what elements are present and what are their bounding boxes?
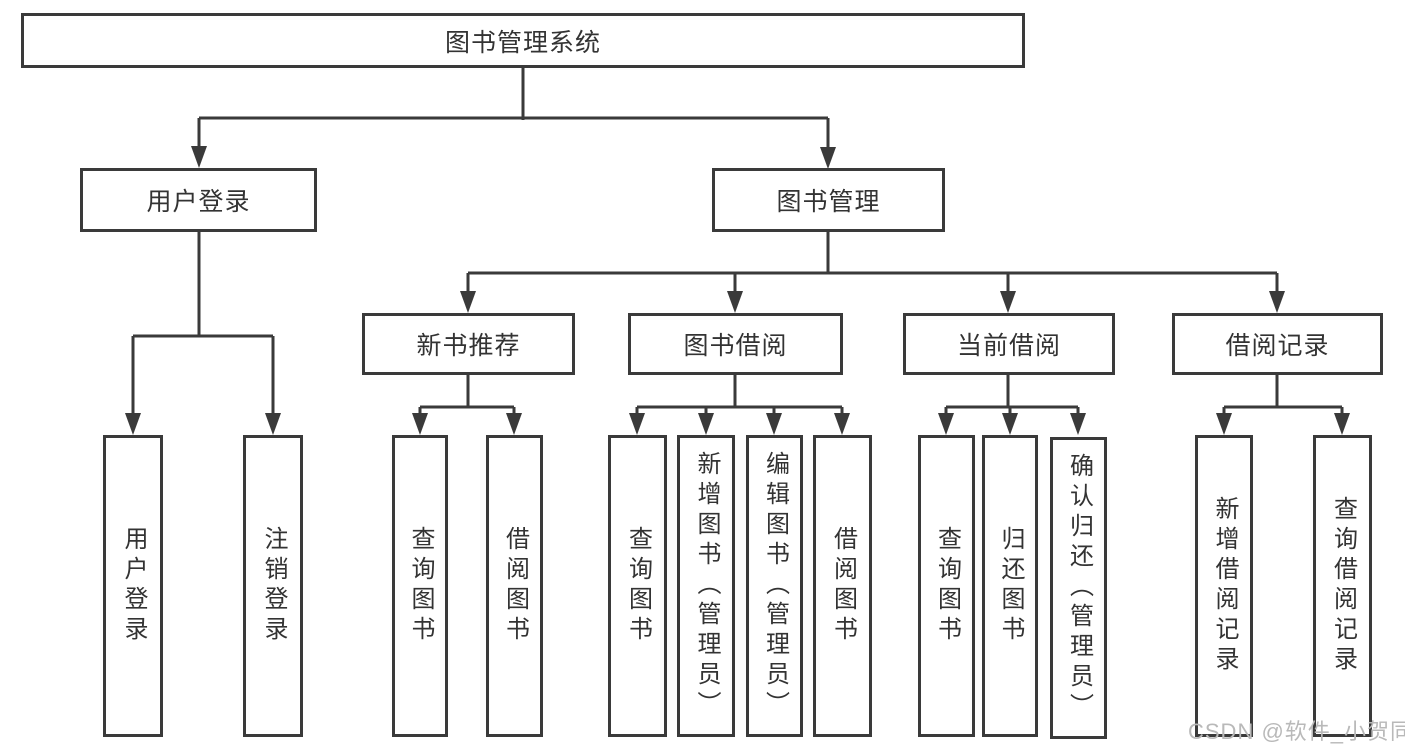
arrow-down-icon [412,413,428,435]
leaf-user-login: 用户登录 [103,435,163,737]
node-book-borrow: 图书借阅 [628,313,843,375]
arrow-down-icon [698,413,714,435]
arrow-down-icon [629,413,645,435]
arrow-down-icon [834,413,850,435]
arrow-down-icon [460,291,476,313]
arrow-down-icon [727,291,743,313]
leaf-edit-book-admin: 编辑图书（管理员） [746,435,803,737]
arrow-down-icon [1070,413,1086,435]
arrow-down-icon [1216,413,1232,435]
leaf-query-books-current: 查询图书 [918,435,975,737]
connector-strokes [131,68,1344,418]
arrow-down-icon [506,413,522,435]
arrow-down-icon [820,147,836,169]
node-system-root: 图书管理系统 [21,13,1025,68]
leaf-add-book-admin: 新增图书（管理员） [677,435,735,737]
node-current-borrow: 当前借阅 [903,313,1115,375]
arrow-down-icon [938,413,954,435]
leaf-return-book: 归还图书 [982,435,1038,737]
arrow-down-icon [766,413,782,435]
arrow-down-icon [1002,413,1018,435]
node-borrow-records: 借阅记录 [1172,313,1383,375]
arrow-down-icon [1269,291,1285,313]
watermark: CSDN @软件_小贺同学 [1188,719,1405,744]
arrow-down-icon [1334,413,1350,435]
arrow-down-icon [125,413,141,435]
leaf-borrow-books: 借阅图书 [813,435,872,737]
arrow-down-icon [191,146,207,168]
arrow-down-icon [1000,291,1016,313]
leaf-borrow-books-recommend: 借阅图书 [486,435,543,737]
leaf-query-books-borrow: 查询图书 [608,435,667,737]
arrow-down-icon [265,413,281,435]
leaf-query-books-recommend: 查询图书 [392,435,448,737]
leaf-confirm-return-admin: 确认归还（管理员） [1050,437,1107,739]
node-new-book-recommend: 新书推荐 [362,313,575,375]
arrowhead-icons [125,146,1350,435]
node-book-management: 图书管理 [712,168,945,232]
leaf-add-borrow-record: 新增借阅记录 [1195,435,1253,737]
leaf-logout: 注销登录 [243,435,303,737]
node-user-login: 用户登录 [80,168,317,232]
leaf-query-borrow-record: 查询借阅记录 [1313,435,1372,737]
